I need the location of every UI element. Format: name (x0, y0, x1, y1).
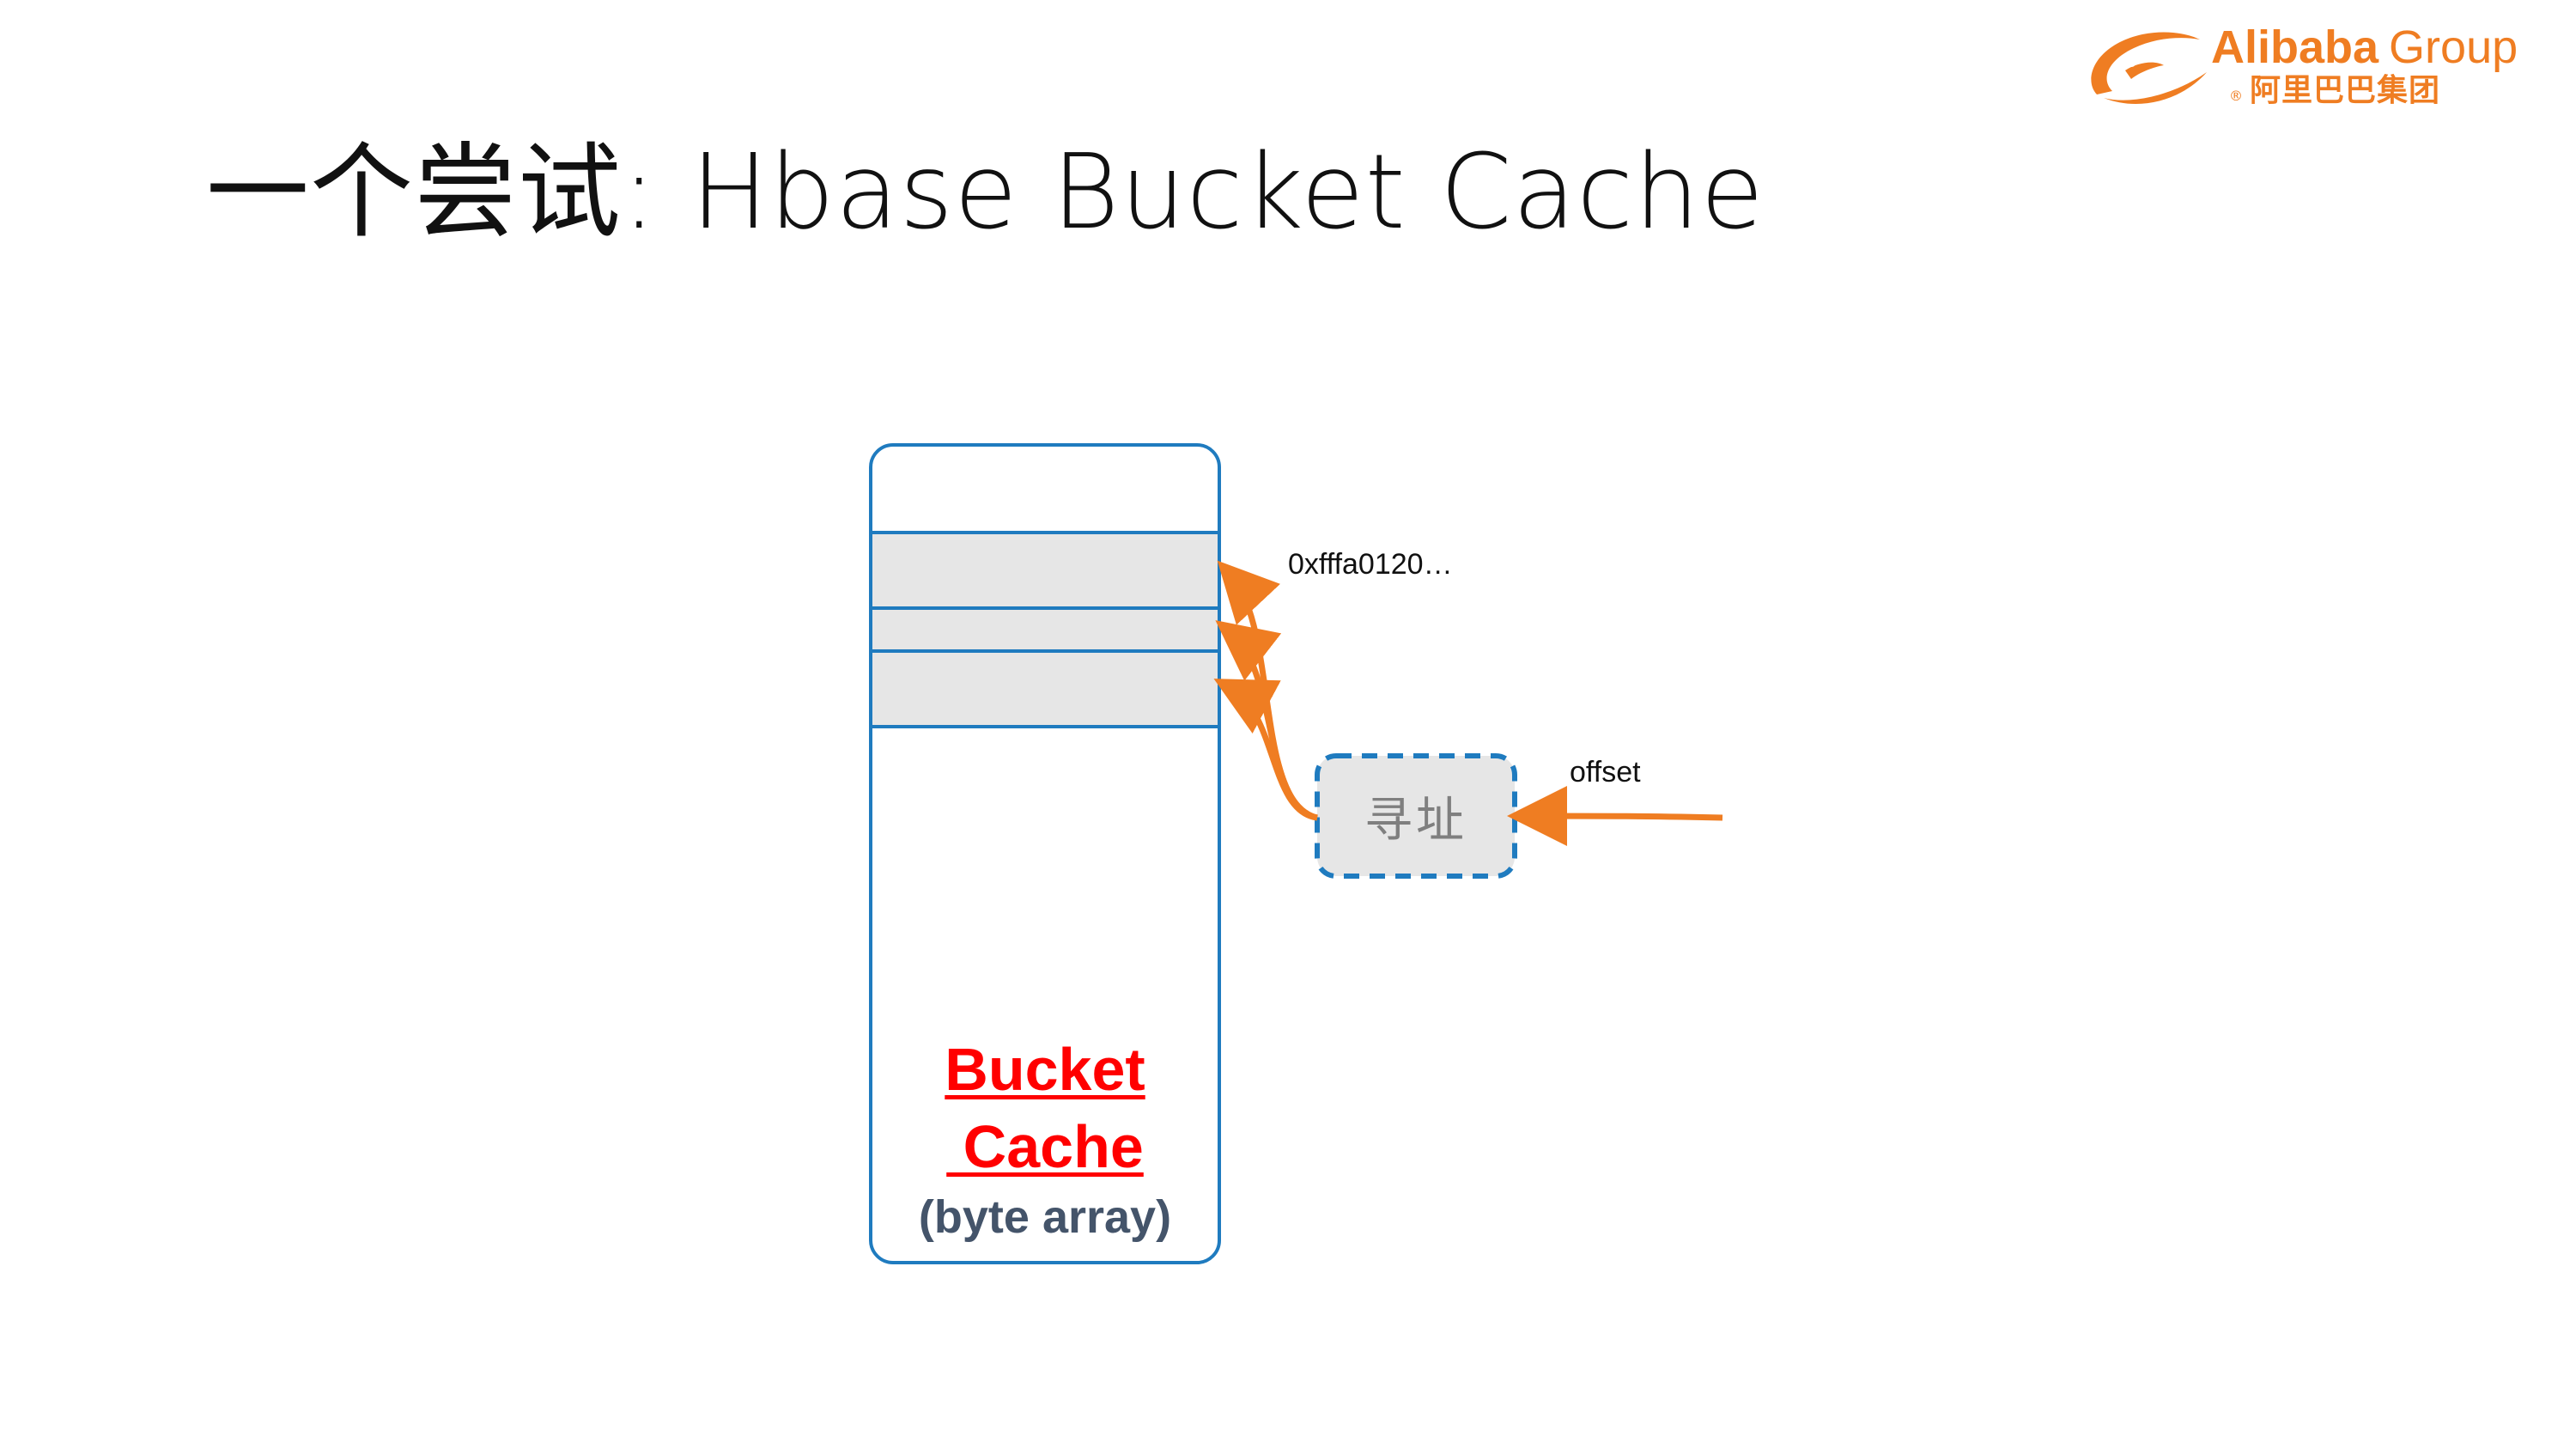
cache-name-line-2: Cache (946, 1113, 1144, 1180)
address-label: 0xfffa0120… (1288, 548, 1453, 581)
logo-chinese: 阿里巴巴集团 (2250, 73, 2441, 108)
alibaba-smile-icon (2091, 32, 2207, 105)
offset-label: offset (1570, 756, 1641, 788)
slide-title: 一个尝试: Hbase Bucket Cache (206, 133, 1765, 253)
logo-brand: Alibaba (2211, 21, 2379, 73)
offset-arrow (1507, 786, 1723, 847)
bucket-cache-label: Bucket Cache (byte array) (871, 1039, 1219, 1240)
logo-group: Group (2389, 21, 2518, 73)
lookup-box-label: 寻址 (1364, 792, 1467, 849)
logo-registered-mark: ® (2229, 88, 2243, 104)
address-arrow-3 (1213, 679, 1318, 821)
cache-name-line-1: Bucket (945, 1036, 1145, 1103)
cache-slot-1 (869, 531, 1221, 610)
lookup-box (1315, 753, 1517, 879)
cache-slot-3 (869, 649, 1221, 728)
cache-subtitle: (byte array) (918, 1191, 1172, 1243)
cache-slot-2 (869, 606, 1221, 653)
